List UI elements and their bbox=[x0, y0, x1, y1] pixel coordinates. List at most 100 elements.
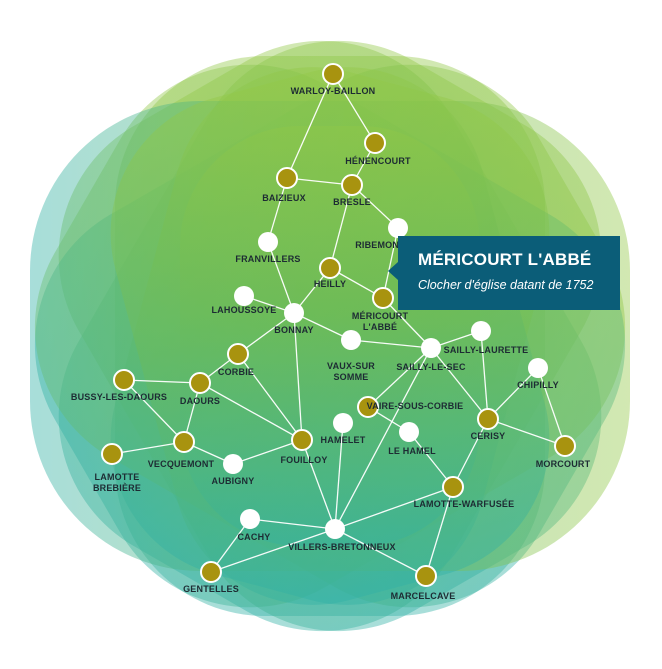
edge-hamelet-villers bbox=[334, 422, 344, 530]
edge-warloy-baizieux bbox=[286, 73, 334, 179]
town-henencourt[interactable]: HÉNENCOURT bbox=[345, 132, 411, 166]
town-marker-bonnay[interactable] bbox=[284, 303, 304, 323]
town-label-marcelcave: MARCELCAVE bbox=[391, 591, 456, 601]
town-marker-warloy[interactable] bbox=[322, 63, 344, 85]
town-marker-hamelet[interactable] bbox=[333, 413, 353, 433]
town-label-saillylaurette: SAILLY-LAURETTE bbox=[444, 345, 529, 355]
town-marker-gentelles[interactable] bbox=[200, 561, 222, 583]
town-label-lehamel: LE HAMEL bbox=[388, 446, 436, 456]
town-marker-fouilloy[interactable] bbox=[291, 429, 313, 451]
town-saillylesec[interactable]: SAILLY-LE-SEC bbox=[396, 338, 466, 372]
town-chipilly[interactable]: CHIPILLY bbox=[517, 358, 559, 390]
town-label-daours: DAOURS bbox=[180, 396, 220, 406]
town-marker-villers[interactable] bbox=[325, 519, 345, 539]
town-franvillers[interactable]: FRANVILLERS bbox=[235, 232, 300, 264]
town-lamottewarfusee[interactable]: LAMOTTE-WARFUSÉE bbox=[414, 476, 515, 509]
edge-gentelles-villers bbox=[210, 528, 336, 573]
town-cerisy[interactable]: CERISY bbox=[471, 408, 506, 441]
town-hamelet[interactable]: HAMELET bbox=[321, 413, 366, 445]
town-ribemont[interactable]: RIBEMONT bbox=[355, 218, 408, 250]
town-marker-lamottewarfusee[interactable] bbox=[442, 476, 464, 498]
town-marker-bresle[interactable] bbox=[341, 174, 363, 196]
edge-lamottewarfusee-marcelcave bbox=[425, 486, 454, 577]
town-marker-saillylesec[interactable] bbox=[421, 338, 441, 358]
town-label-cerisy: CERISY bbox=[471, 431, 506, 441]
edge-bonnay-fouilloy bbox=[293, 312, 303, 441]
edge-lehamel-lamottewarfusee bbox=[408, 431, 454, 488]
town-daours[interactable]: DAOURS bbox=[180, 372, 220, 406]
edge-baizieux-franvillers bbox=[267, 177, 288, 243]
town-marker-cerisy[interactable] bbox=[477, 408, 499, 430]
town-marker-corbie[interactable] bbox=[227, 343, 249, 365]
edge-aubigny-fouilloy bbox=[232, 439, 303, 465]
town-saillylaurette[interactable]: SAILLY-LAURETTE bbox=[444, 321, 529, 355]
town-label-vauxsursomme: SOMME bbox=[333, 372, 368, 382]
town-label-aubigny: AUBIGNY bbox=[212, 476, 255, 486]
town-marker-lahoussoye[interactable] bbox=[234, 286, 254, 306]
edge-corbie-fouilloy bbox=[237, 353, 303, 441]
town-heilly[interactable]: HEILLY bbox=[314, 257, 346, 289]
tooltip-pointer bbox=[388, 262, 398, 280]
town-markers: WARLOY-BAILLON HÉNENCOURT BAIZIEUX BRESLE RI… bbox=[71, 63, 591, 601]
town-marker-franvillers[interactable] bbox=[258, 232, 278, 252]
town-bonnay[interactable]: BONNAY bbox=[274, 303, 313, 335]
town-aubigny[interactable]: AUBIGNY bbox=[212, 454, 255, 486]
town-morcourt[interactable]: MORCOURT bbox=[536, 435, 591, 469]
town-marker-daours[interactable] bbox=[189, 372, 211, 394]
edge-daours-fouilloy bbox=[199, 382, 303, 441]
town-lahoussoye[interactable]: LAHOUSSOYE bbox=[211, 286, 276, 315]
town-label-mericourt: MÉRICOURT bbox=[352, 311, 409, 321]
town-label-lamottewarfusee: LAMOTTE-WARFUSÉE bbox=[414, 499, 515, 509]
town-label-vauxsursomme: VAUX-SUR bbox=[327, 361, 375, 371]
town-marker-marcelcave[interactable] bbox=[415, 565, 437, 587]
town-marcelcave[interactable]: MARCELCAVE bbox=[391, 565, 456, 601]
town-marker-aubigny[interactable] bbox=[223, 454, 243, 474]
town-label-fouilloy: FOUILLOY bbox=[280, 455, 327, 465]
town-warloy[interactable]: WARLOY-BAILLON bbox=[291, 63, 376, 96]
town-gentelles[interactable]: GENTELLES bbox=[183, 561, 239, 594]
town-marker-heilly[interactable] bbox=[319, 257, 341, 279]
edge-bonnay-vauxsursomme bbox=[293, 312, 352, 341]
town-label-baizieux: BAIZIEUX bbox=[262, 193, 306, 203]
town-corbie[interactable]: CORBIE bbox=[218, 343, 254, 377]
town-label-bresle: BRESLE bbox=[333, 197, 371, 207]
town-marker-ribemont[interactable] bbox=[388, 218, 408, 238]
town-label-saillylesec: SAILLY-LE-SEC bbox=[396, 362, 466, 372]
town-label-ribemont: RIBEMONT bbox=[355, 240, 405, 250]
edge-bussy-daours bbox=[123, 379, 201, 384]
town-marker-lamotte[interactable] bbox=[101, 443, 123, 465]
town-marker-chipilly[interactable] bbox=[528, 358, 548, 378]
town-lehamel[interactable]: LE HAMEL bbox=[388, 422, 436, 456]
connection-lines bbox=[111, 73, 566, 577]
town-marker-lehamel[interactable] bbox=[399, 422, 419, 442]
town-marker-henencourt[interactable] bbox=[364, 132, 386, 154]
town-marker-cachy[interactable] bbox=[240, 509, 260, 529]
town-label-vairesouscorbie: VAIRE-SOUS-CORBIE bbox=[367, 401, 464, 411]
town-marker-bussy[interactable] bbox=[113, 369, 135, 391]
town-bussy[interactable]: BUSSY-LES-DAOURS bbox=[71, 369, 167, 402]
edge-bussy-vecquemont bbox=[123, 379, 185, 443]
town-marker-baizieux[interactable] bbox=[276, 167, 298, 189]
edge-saillylesec-vairesouscorbie bbox=[367, 347, 432, 408]
town-label-warloy: WARLOY-BAILLON bbox=[291, 86, 376, 96]
town-label-chipilly: CHIPILLY bbox=[517, 380, 559, 390]
town-marker-vecquemont[interactable] bbox=[173, 431, 195, 453]
town-label-lahoussoye: LAHOUSSOYE bbox=[211, 305, 276, 315]
town-cachy[interactable]: CACHY bbox=[237, 509, 270, 542]
town-marker-morcourt[interactable] bbox=[554, 435, 576, 457]
edge-cachy-villers bbox=[249, 518, 336, 530]
town-marker-vauxsursomme[interactable] bbox=[341, 330, 361, 350]
town-vecquemont[interactable]: VECQUEMONT bbox=[148, 431, 215, 469]
town-marker-vairesouscorbie[interactable] bbox=[357, 396, 379, 418]
town-baizieux[interactable]: BAIZIEUX bbox=[262, 167, 306, 203]
town-vairesouscorbie[interactable]: VAIRE-SOUS-CORBIE bbox=[357, 396, 464, 418]
town-marker-mericourt[interactable] bbox=[372, 287, 394, 309]
town-marker-saillylaurette[interactable] bbox=[471, 321, 491, 341]
town-bresle[interactable]: BRESLE bbox=[333, 174, 371, 207]
town-villers[interactable]: VILLERS-BRETONNEUX bbox=[288, 519, 396, 552]
town-fouilloy[interactable]: FOUILLOY bbox=[280, 429, 327, 465]
edge-chipilly-morcourt bbox=[537, 367, 566, 447]
